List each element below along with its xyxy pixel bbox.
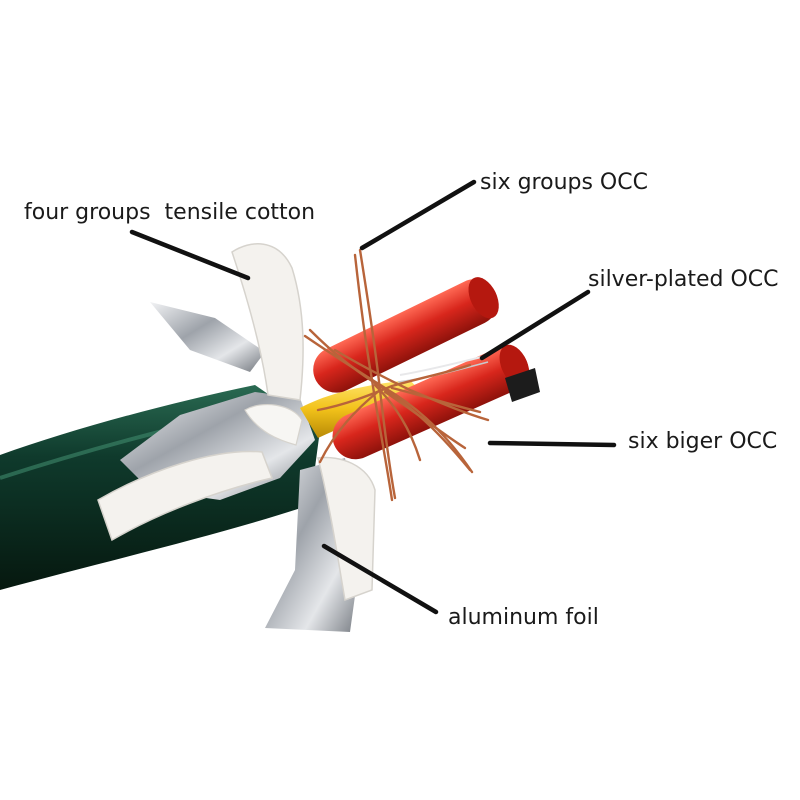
label-six-groups-occ: six groups OCC — [480, 170, 648, 195]
cotton-strand-mid — [244, 403, 303, 446]
leader-line-cotton — [129, 229, 251, 281]
leader-line-silver — [479, 289, 591, 361]
leader-line-biger — [487, 440, 617, 448]
red-conductor-top-end — [468, 277, 499, 319]
label-aluminum-foil: aluminum foil — [448, 605, 599, 630]
silver-plated-strands — [399, 355, 487, 376]
cotton-strand-top — [231, 243, 304, 401]
black-conductor-end — [505, 368, 540, 402]
copper-occ-wires — [303, 248, 490, 502]
cotton-strand-lower — [317, 456, 376, 602]
label-silver-plated-occ: silver-plated OCC — [588, 267, 779, 292]
cotton-strand-left — [97, 450, 274, 542]
leader-line-foil — [321, 543, 439, 615]
label-six-biger-occ: six biger OCC — [628, 429, 778, 454]
leader-line-six-groups — [359, 179, 477, 251]
foil-wrap-left — [150, 302, 265, 372]
label-tensile-cotton: four groups tensile cotton — [24, 200, 316, 225]
